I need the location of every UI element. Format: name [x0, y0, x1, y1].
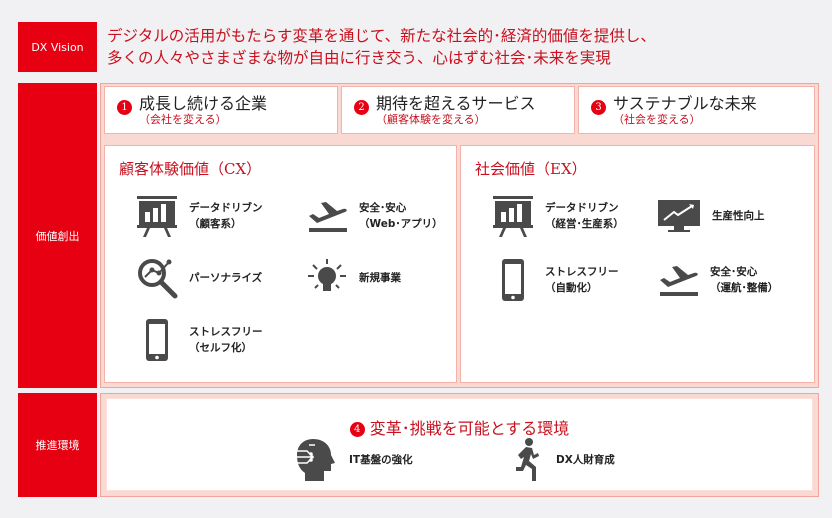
- environment-title-text: 変革･挑戦を可能とする環境: [369, 419, 570, 438]
- airplane-takeoff-icon: [660, 266, 698, 296]
- item-label: 新規事業: [359, 272, 401, 284]
- airplane-takeoff-icon: [309, 202, 347, 232]
- number-badge: 3: [591, 100, 606, 115]
- cx-panel: 顧客体験価値（CX） データドリブン （顧客系） 安全･安心 （Web･アプリ） パ…: [104, 145, 457, 383]
- environment-title: 4 変革･挑戦を可能とする環境: [107, 415, 812, 439]
- goal-title: 期待を超えるサービス: [376, 94, 536, 113]
- presentation-chart-icon: [493, 196, 533, 237]
- monitor-trend-icon: [658, 200, 700, 232]
- cx-item-safety: 安全･安心 （Web･アプリ）: [305, 194, 443, 238]
- running-person-icon: [516, 438, 539, 481]
- cx-item-personalize: パーソナライズ: [135, 256, 262, 300]
- item-label: データドリブン: [189, 202, 263, 214]
- item-label: DX人財育成: [556, 454, 615, 466]
- smartphone-icon: [502, 259, 524, 301]
- label-enablers: 推進環境: [18, 393, 97, 497]
- env-item-it: IT基盤の強化: [295, 437, 413, 483]
- ex-item-stress-free: ストレスフリー （自動化）: [491, 258, 619, 302]
- item-label: 生産性向上: [712, 210, 765, 222]
- item-sublabel: （顧客系）: [189, 218, 242, 230]
- vision-statement: デジタルの活用がもたらす変革を通じて、新たな社会的･経済的価値を提供し、 多くの…: [107, 25, 656, 69]
- analytics-magnifier-icon: [138, 259, 178, 299]
- item-label: IT基盤の強化: [349, 454, 413, 466]
- env-item-talent: DX人財育成: [512, 437, 615, 483]
- item-label: ストレスフリー: [189, 326, 263, 338]
- ex-item-data-driven: データドリブン （経営･生産系）: [491, 194, 624, 238]
- label-dx-vision: DX Vision: [18, 22, 97, 72]
- vision-line-2: 多くの人々やさまざまな物が自由に行き交う、心はずむ社会･未来を実現: [107, 49, 611, 67]
- goal-subtitle: （社会を変える）: [613, 113, 701, 126]
- number-badge: 2: [354, 100, 369, 115]
- item-sublabel: （経営･生産系）: [545, 218, 624, 230]
- lightbulb-icon: [308, 259, 346, 291]
- cx-item-stress-free: ストレスフリー （セルフ化）: [135, 318, 263, 362]
- number-badge: 1: [117, 100, 132, 115]
- goal-title: 成長し続ける企業: [139, 94, 268, 113]
- number-badge: 4: [349, 422, 365, 437]
- item-sublabel: （セルフ化）: [189, 342, 252, 354]
- ex-item-productivity: 生産性向上: [656, 194, 765, 238]
- item-label: ストレスフリー: [545, 266, 619, 278]
- cx-item-new-business: 新規事業: [305, 256, 401, 300]
- item-sublabel: （自動化）: [545, 282, 598, 294]
- label-value-creation: 価値創出: [18, 83, 97, 388]
- goal-card-2: 2 期待を超えるサービス （顧客体験を変える）: [341, 86, 575, 134]
- item-label: データドリブン: [545, 202, 619, 214]
- item-sublabel: （運航･整備）: [710, 282, 779, 294]
- ai-head-icon: [297, 439, 335, 481]
- goal-card-3: 3 サステナブルな未来 （社会を変える）: [578, 86, 815, 134]
- ex-panel: 社会価値（EX） データドリブン （経営･生産系） 生産性向上 ストレスフリー （自…: [460, 145, 815, 383]
- goal-subtitle: （顧客体験を変える）: [376, 113, 486, 126]
- item-label: パーソナライズ: [189, 272, 263, 284]
- vision-line-1: デジタルの活用がもたらす変革を通じて、新たな社会的･経済的価値を提供し、: [107, 27, 656, 45]
- presentation-chart-icon: [137, 196, 177, 237]
- goal-card-1: 1 成長し続ける企業 （会社を変える）: [104, 86, 338, 134]
- ex-item-safety: 安全･安心 （運航･整備）: [656, 258, 778, 302]
- item-label: 安全･安心: [359, 202, 407, 214]
- goal-title: サステナブルな未来: [613, 94, 757, 113]
- cx-title: 顧客体験価値（CX）: [119, 160, 262, 178]
- goal-subtitle: （会社を変える）: [139, 113, 227, 126]
- cx-item-data-driven: データドリブン （顧客系）: [135, 194, 263, 238]
- smartphone-icon: [146, 319, 168, 361]
- item-sublabel: （Web･アプリ）: [359, 218, 443, 230]
- environment-panel: 4 変革･挑戦を可能とする環境 IT基盤の強化 DX人財育成: [106, 398, 813, 491]
- ex-title: 社会価値（EX）: [475, 160, 587, 178]
- item-label: 安全･安心: [710, 266, 758, 278]
